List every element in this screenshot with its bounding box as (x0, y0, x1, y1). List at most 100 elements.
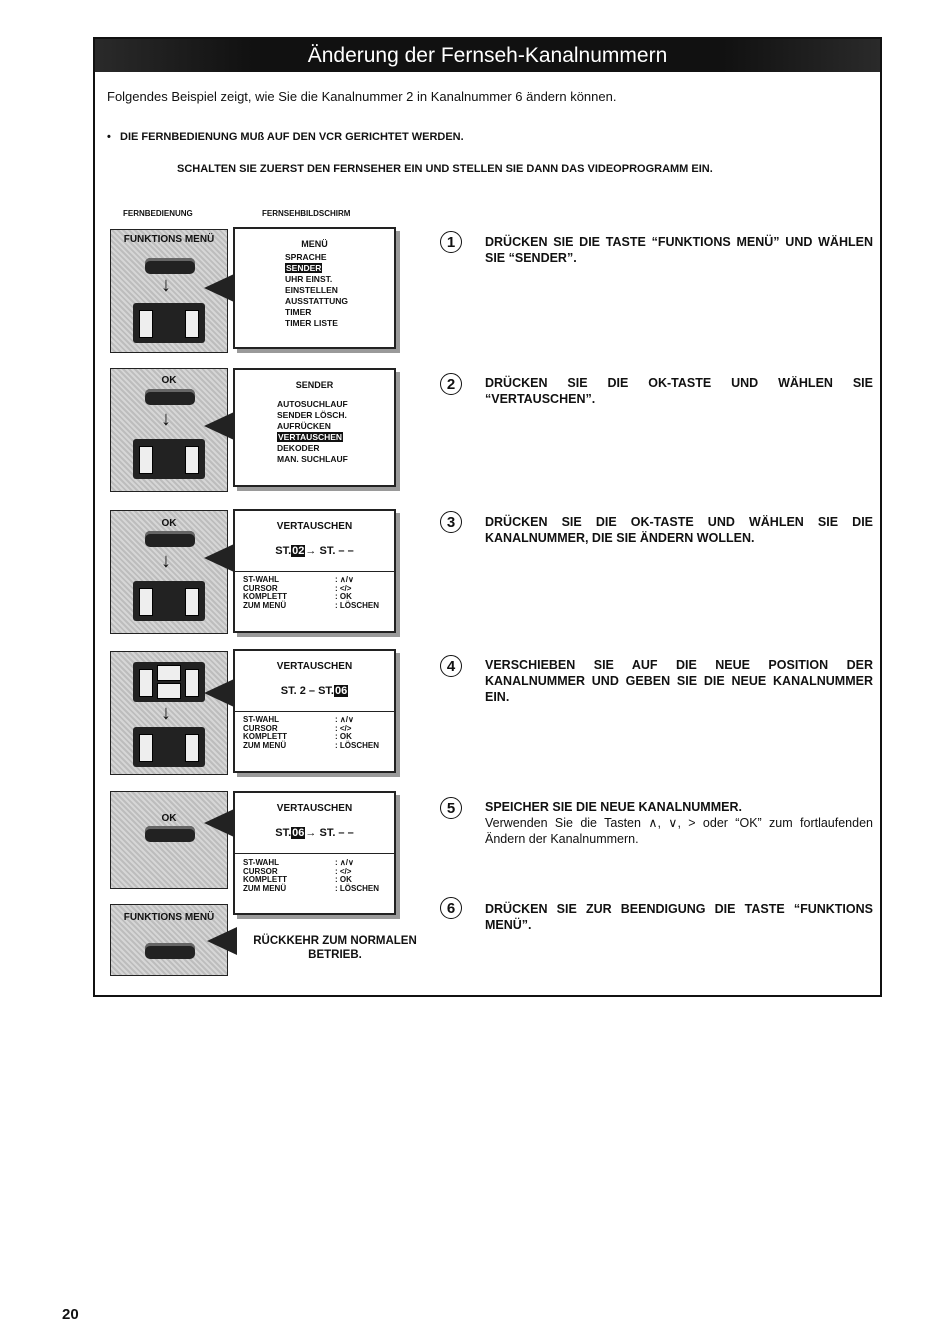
arrow-down-icon: ↓ (161, 702, 171, 724)
key-name: ZUM MENÜ (243, 883, 287, 893)
key-value: : LÖSCHEN (335, 883, 379, 893)
remote-label-funktions-menu: FUNKTIONS MENÜ (123, 234, 215, 245)
key-name: CURSOR (243, 723, 278, 733)
key-name: KOMPLETT (243, 875, 287, 884)
tv-screen-menu: MENÜ SPRACHE SENDER UHR EINST. EINSTELLE… (233, 227, 396, 349)
key-value: : </> (335, 723, 352, 733)
bullet-note-2: SCHALTEN SIE ZUERST DEN FERNSEHER EIN UN… (177, 163, 713, 175)
instruction-frame: Änderung der Fernseh-Kanalnummern Folgen… (93, 37, 882, 997)
step-text: DRÜCKEN SIE DIE OK-TASTE UND WÄHLEN SIE … (485, 376, 873, 406)
channel-selected: 06 (291, 827, 306, 839)
intro-text: Folgendes Beispiel zeigt, wie Sie die Ka… (107, 89, 617, 104)
step-text: DRÜCKEN SIE DIE TASTE “FUNKTIONS MENÜ” U… (485, 235, 873, 265)
key-name: ST-WAHL (243, 575, 279, 584)
pointer-icon (204, 809, 234, 837)
key-legend-values: : ∧/∨: </>: OK: LÖSCHEN (335, 715, 379, 750)
key-name: KOMPLETT (243, 592, 287, 601)
channel-line: ST.06→ ST. – – (235, 827, 394, 839)
return-text: RÜCKKEHR ZUM NORMALEN BETRIEB. (253, 935, 417, 961)
channel-prefix: ST. (275, 545, 292, 557)
channel-prefix: ST. 2 – ST. (280, 685, 334, 697)
cursor-pad-icon (133, 303, 205, 343)
menu-title: SENDER (295, 380, 334, 390)
menu-item: DEKODER (277, 443, 320, 453)
bullet-text: DIE FERNBEDIENUNG MUß AUF DEN VCR GERICH… (120, 131, 464, 143)
step-text: DRÜCKEN SIE ZUR BEENDIGUNG DIE TASTE “FU… (485, 902, 873, 932)
key-value: : OK (335, 592, 352, 601)
remote-label-ok: OK (161, 813, 177, 824)
key-name: ZUM MENÜ (243, 740, 287, 750)
screen-title: VERTAUSCHEN (276, 661, 353, 672)
screen-title: VERTAUSCHEN (276, 803, 353, 814)
key-legend-values: : ∧/∨: </>: OK: LÖSCHEN (335, 575, 379, 610)
menu-item: TIMER (285, 307, 312, 317)
step-number: 4 (440, 655, 462, 677)
menu-item: TIMER LISTE (285, 318, 338, 328)
bullet-note: • DIE FERNBEDIENUNG MUß AUF DEN VCR GERI… (107, 131, 464, 143)
ok-button (145, 531, 195, 547)
label-remote: FERNBEDIENUNG (123, 209, 193, 218)
menu-item: AUFRÜCKEN (277, 421, 331, 431)
remote-illustration-3: OK ↓ (110, 510, 228, 634)
key-value: : ∧/∨ (335, 575, 354, 584)
key-value: : OK (335, 732, 352, 741)
menu-item: SENDER LÖSCH. (277, 410, 347, 420)
menu-item: UHR EINST. (285, 274, 333, 284)
step-block: SPEICHER SIE DIE NEUE KANALNUMMER. Verwe… (485, 799, 873, 847)
step-subtext: Verwenden Sie die Tasten ∧, ∨, > oder “O… (485, 816, 873, 846)
key-name: CURSOR (243, 866, 278, 876)
four-way-pad-icon (133, 662, 205, 702)
key-legend-values: : ∧/∨: </>: OK: LÖSCHEN (335, 858, 379, 893)
step-text: DRÜCKEN SIE DIE OK-TASTE UND WÄHLEN SIE … (485, 515, 873, 545)
step-text: VERSCHIEBEN SIE AUF DIE NEUE POSITION DE… (485, 658, 873, 704)
step-text: SPEICHER SIE DIE NEUE KANALNUMMER. (485, 800, 742, 814)
funktions-menu-button (145, 943, 195, 959)
remote-illustration-5: OK (110, 791, 228, 889)
remote-label-ok: OK (161, 518, 177, 529)
ok-button (145, 389, 195, 405)
menu-item-selected: SENDER (285, 263, 323, 273)
remote-illustration-4: ↓ (110, 651, 228, 775)
menu-item: AUSSTATTUNG (285, 296, 348, 306)
key-value: : ∧/∨ (335, 858, 354, 867)
tv-screen-sender: SENDER AUTOSUCHLAUF SENDER LÖSCH. AUFRÜC… (233, 368, 396, 487)
key-name: ZUM MENÜ (243, 600, 287, 610)
key-value: : ∧/∨ (335, 715, 354, 724)
menu-item: EINSTELLEN (285, 285, 338, 295)
step-number: 1 (440, 231, 462, 253)
menu-item: MAN. SUCHLAUF (277, 454, 348, 464)
label-screen: FERNSEHBILDSCHIRM (262, 209, 351, 218)
channel-target: → ST. – – (305, 827, 354, 839)
menu-list: SPRACHE SENDER UHR EINST. EINSTELLEN AUS… (285, 252, 348, 329)
pointer-icon (204, 412, 234, 440)
ok-button (145, 826, 195, 842)
channel-prefix: ST. (275, 827, 292, 839)
step-number: 5 (440, 797, 462, 819)
arrow-down-icon: ↓ (161, 408, 171, 430)
funktions-menu-button (145, 258, 195, 274)
key-name: ST-WAHL (243, 858, 279, 867)
channel-selected: 06 (333, 685, 349, 697)
cursor-pad-icon (133, 581, 205, 621)
divider (235, 571, 394, 572)
pointer-icon (207, 927, 237, 955)
channel-target: → ST. – – (305, 545, 354, 557)
menu-item: AUTOSUCHLAUF (277, 399, 348, 409)
remote-label-ok: OK (161, 375, 177, 386)
screen-title: VERTAUSCHEN (276, 521, 353, 532)
cursor-pad-icon (133, 727, 205, 767)
key-name: CURSOR (243, 583, 278, 593)
menu-item: SPRACHE (285, 252, 327, 262)
key-value: : </> (335, 583, 352, 593)
divider (235, 711, 394, 712)
menu-title: MENÜ (301, 239, 328, 249)
menu-list: AUTOSUCHLAUF SENDER LÖSCH. AUFRÜCKEN VER… (277, 399, 348, 465)
key-value: : LÖSCHEN (335, 600, 379, 610)
arrow-down-icon: ↓ (161, 274, 171, 296)
pointer-icon (204, 679, 234, 707)
step-number: 6 (440, 897, 462, 919)
